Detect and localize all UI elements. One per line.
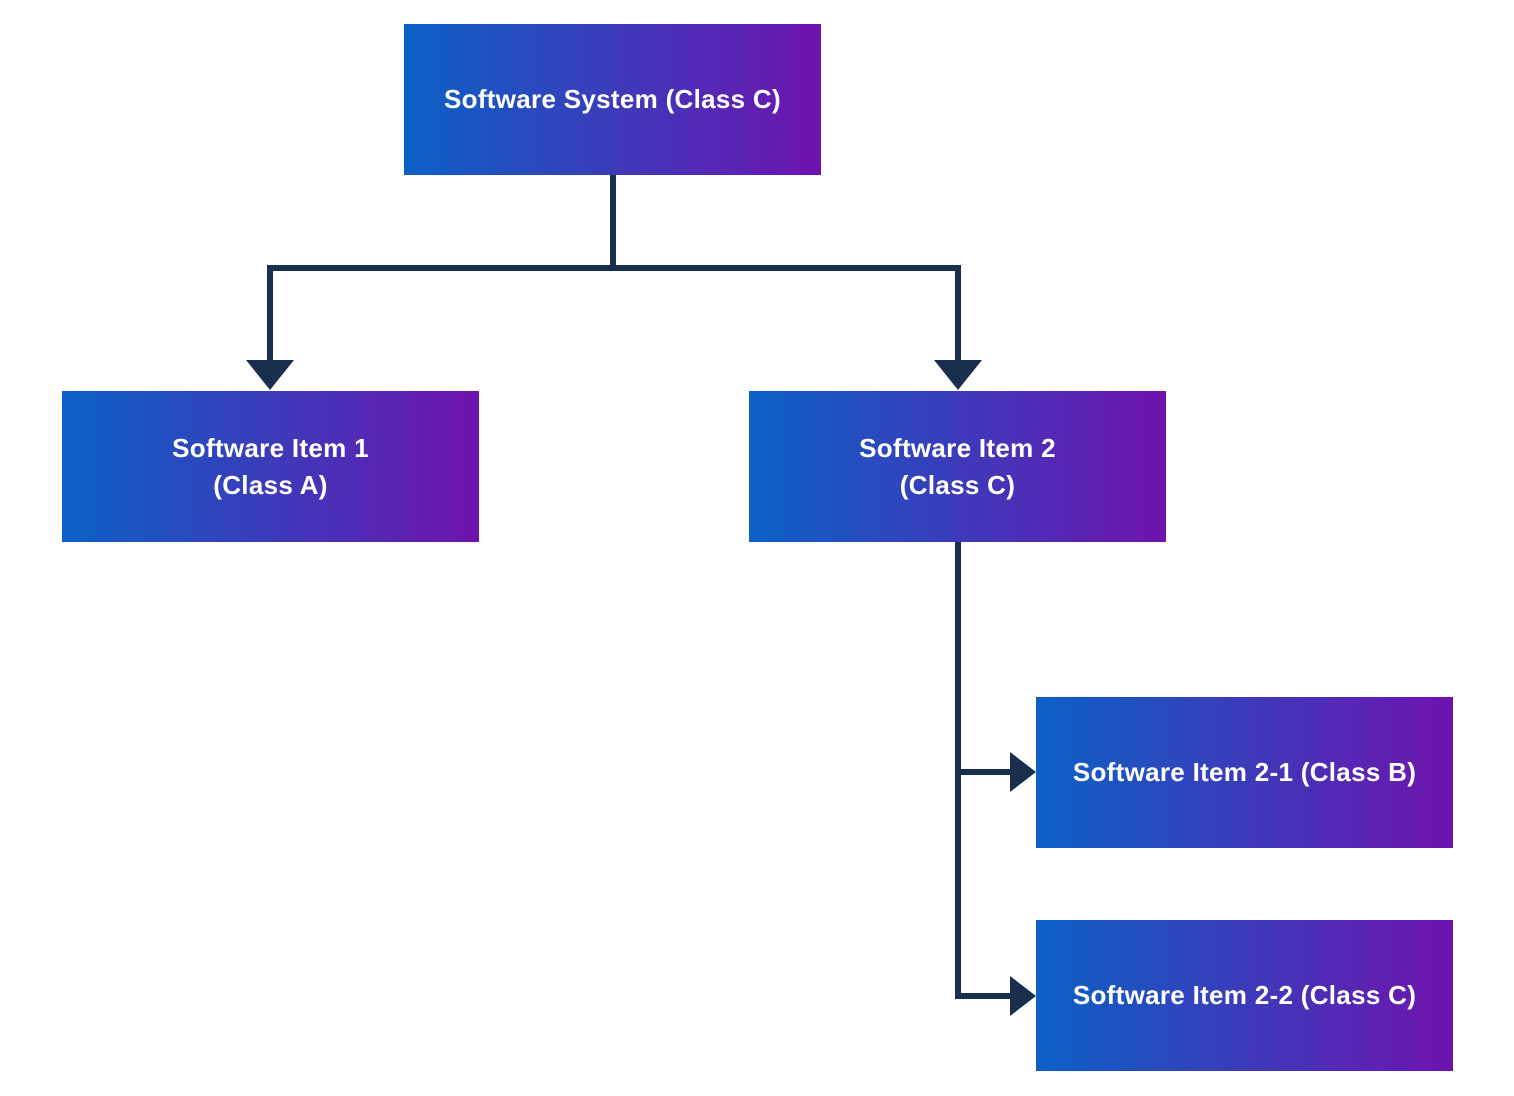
node-software-item-2: Software Item 2 (Class C) xyxy=(749,391,1166,542)
node-software-item-1: Software Item 1 (Class A) xyxy=(62,391,479,542)
connector-branch-to-item-2-1 xyxy=(955,769,1010,775)
connector-system-stem xyxy=(610,175,616,271)
connector-drop-to-item-2 xyxy=(955,265,961,362)
connector-split-bar xyxy=(267,265,961,271)
arrowhead-down-item-2-icon xyxy=(934,360,982,390)
connector-branch-to-item-2-2 xyxy=(955,993,1010,999)
arrowhead-right-item-2-1-icon xyxy=(1010,752,1036,792)
node-software-item-2-1: Software Item 2-1 (Class B) xyxy=(1036,697,1453,848)
arrowhead-down-item-1-icon xyxy=(246,360,294,390)
arrowhead-right-item-2-2-icon xyxy=(1010,976,1036,1016)
node-software-item-2-2: Software Item 2-2 (Class C) xyxy=(1036,920,1453,1071)
connector-drop-to-item-1 xyxy=(267,265,273,362)
node-software-system: Software System (Class C) xyxy=(404,24,821,175)
